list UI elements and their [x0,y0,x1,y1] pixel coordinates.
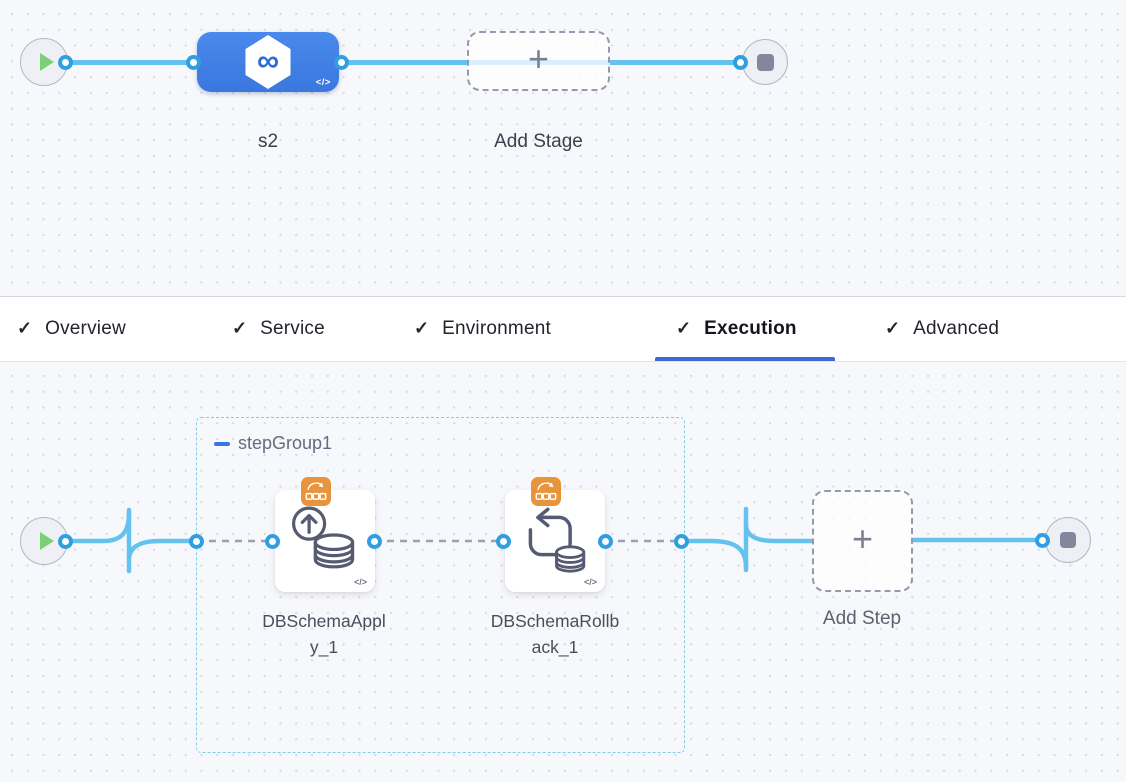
step-card-dbschemaapply[interactable]: </> [275,490,375,592]
add-stage-label: Add Stage [494,131,583,152]
checkmark-icon: ✓ [676,318,692,338]
aws-badge-icon [531,477,561,506]
connector-port[interactable] [57,54,73,70]
step-name-label: DBSchemaRollback_1 [490,611,620,657]
connector-port[interactable] [57,533,73,549]
code-icon[interactable]: </> [583,577,597,587]
stage-config-tabs: ✓ Overview ✓ Service ✓ Environment ✓ Exe… [0,296,1126,362]
code-icon[interactable]: </> [353,577,367,587]
execution-end-node[interactable] [1045,517,1091,563]
stop-icon [756,53,774,71]
step-group-box[interactable] [196,417,685,753]
tab-overview[interactable]: ✓ Overview [17,297,126,361]
play-icon [39,532,54,550]
add-step-button[interactable]: + [812,490,913,592]
active-tab-underline [655,357,835,361]
plus-icon: + [527,38,550,79]
checkmark-icon: ✓ [232,318,248,338]
tab-execution[interactable]: ✓ Execution [676,297,797,361]
collapse-icon[interactable] [214,442,230,446]
connector-port[interactable] [1034,532,1050,548]
checkmark-icon: ✓ [885,318,901,338]
tab-label: Service [260,318,325,339]
add-stage-button[interactable]: + [467,31,610,91]
stage-name-label: s2 [257,131,279,152]
connector-port[interactable] [333,54,349,70]
tab-service[interactable]: ✓ Service [232,297,325,361]
connector-port[interactable] [732,54,748,70]
execution-connector-lines [41,506,1050,574]
plus-icon: + [851,518,874,559]
connector-port[interactable] [597,533,613,549]
connector-port[interactable] [185,54,201,70]
tab-label: Overview [45,318,126,339]
execution-canvas [0,362,1126,782]
step-group-name: stepGroup1 [238,433,333,453]
checkmark-icon: ✓ [414,318,430,338]
stage-start-node[interactable] [20,38,68,86]
code-icon[interactable]: </> [315,77,331,88]
tab-label: Environment [442,318,551,339]
step-name-label: DBSchemaApply_1 [262,611,386,657]
connector-port[interactable] [673,533,689,549]
play-icon [39,53,54,71]
connector-port[interactable] [495,533,511,549]
tab-label: Advanced [913,318,1000,339]
connector-port[interactable] [366,533,382,549]
checkmark-icon: ✓ [17,318,33,338]
stage-node-s2[interactable]: ∞ </> [197,32,339,92]
aws-badge-icon [301,477,331,506]
stop-icon [1060,532,1076,548]
tab-label: Execution [704,318,797,339]
tab-advanced[interactable]: ✓ Advanced [885,297,999,361]
db-schema-apply-icon [291,506,355,569]
step-card-dbschemarollback[interactable]: </> [505,490,605,592]
connector-port[interactable] [264,533,280,549]
tab-environment[interactable]: ✓ Environment [414,297,551,361]
stage-end-node[interactable] [742,39,788,85]
stage-connector-line [44,59,765,65]
harness-stage-icon: ∞ [245,35,291,89]
db-schema-rollback-icon [528,507,586,573]
connector-port[interactable] [188,533,204,549]
add-step-label: Add Step [822,608,902,629]
